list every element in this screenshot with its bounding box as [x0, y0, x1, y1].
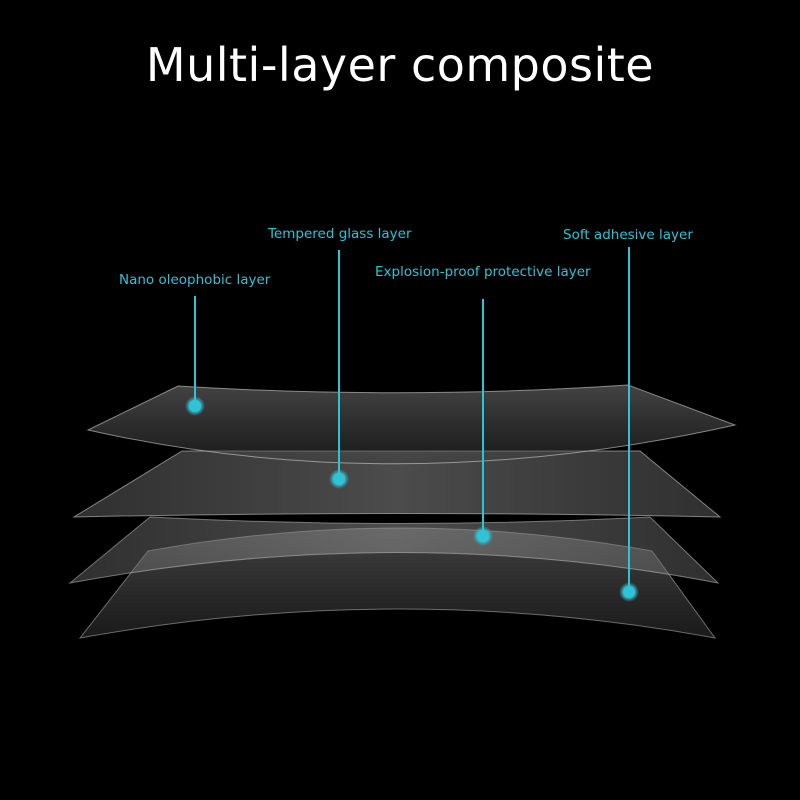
tempered-glass-label: Tempered glass layer — [268, 226, 412, 242]
diagram-title: Multi-layer composite — [145, 38, 655, 92]
nano-oleophobic-sheet — [86, 384, 737, 465]
tempered-glass-sheet — [72, 450, 722, 518]
explosion-proof-sheet — [68, 516, 720, 584]
tempered-marker-dot — [329, 469, 349, 489]
soft-marker-dot — [619, 582, 639, 602]
explosion-marker-dot — [473, 526, 493, 546]
nano-marker-dot — [185, 396, 205, 416]
explosion-proof-label: Explosion-proof protective layer — [375, 264, 591, 280]
nano-oleophobic-label: Nano oleophobic layer — [119, 272, 271, 288]
soft-adhesive-label: Soft adhesive layer — [563, 227, 693, 243]
